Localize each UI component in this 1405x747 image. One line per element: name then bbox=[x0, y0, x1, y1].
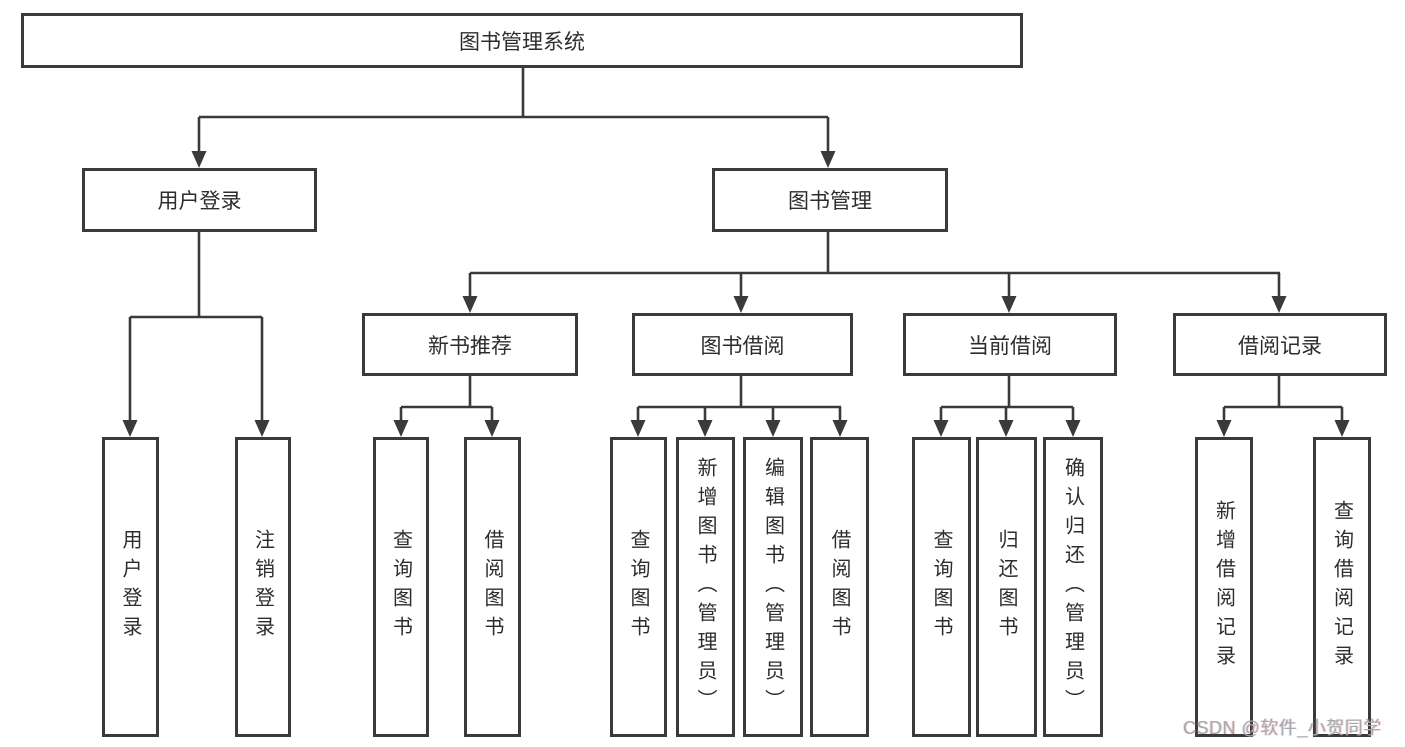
node-leaf-borrow-books-2: 借阅图书 bbox=[810, 437, 869, 737]
arrow-head-icon bbox=[484, 420, 500, 437]
arrow-head-icon bbox=[462, 296, 478, 313]
node-root-system: 图书管理系统 bbox=[21, 13, 1023, 68]
node-leaf-confirm-return-admin: 确认归还（管理员） bbox=[1043, 437, 1103, 737]
watermark-text: CSDN @软件_小贺同学 bbox=[1183, 718, 1382, 738]
arrow-head-icon bbox=[820, 151, 836, 168]
node-leaf-user-login: 用户登录 bbox=[102, 437, 159, 737]
arrow-head-icon bbox=[933, 420, 949, 437]
node-new-book-recommend: 新书推荐 bbox=[362, 313, 578, 376]
node-leaf-edit-book-admin: 编辑图书（管理员） bbox=[743, 437, 803, 737]
arrow-head-icon bbox=[630, 420, 646, 437]
node-borrowing-records: 借阅记录 bbox=[1173, 313, 1387, 376]
node-book-management: 图书管理 bbox=[712, 168, 948, 232]
arrow-head-icon bbox=[1216, 420, 1232, 437]
arrow-head-icon bbox=[254, 420, 270, 437]
arrow-head-icon bbox=[1271, 296, 1287, 313]
node-leaf-query-books-3: 查询图书 bbox=[912, 437, 971, 737]
node-leaf-borrow-books-1: 借阅图书 bbox=[464, 437, 521, 737]
node-leaf-query-borrow-record: 查询借阅记录 bbox=[1313, 437, 1371, 737]
arrow-head-icon bbox=[998, 420, 1014, 437]
arrow-head-icon bbox=[122, 420, 138, 437]
node-current-borrowing: 当前借阅 bbox=[903, 313, 1117, 376]
node-leaf-add-book-admin: 新增图书（管理员） bbox=[676, 437, 735, 737]
node-user-login: 用户登录 bbox=[82, 168, 317, 232]
node-leaf-logout: 注销登录 bbox=[235, 437, 291, 737]
arrow-head-icon bbox=[832, 420, 848, 437]
node-book-borrowing: 图书借阅 bbox=[632, 313, 853, 376]
arrow-head-icon bbox=[393, 420, 409, 437]
node-leaf-query-books-1: 查询图书 bbox=[373, 437, 429, 737]
node-leaf-return-books: 归还图书 bbox=[976, 437, 1037, 737]
node-leaf-add-borrow-record: 新增借阅记录 bbox=[1195, 437, 1253, 737]
arrow-head-icon bbox=[1334, 420, 1350, 437]
arrow-head-icon bbox=[191, 151, 207, 168]
arrow-head-icon bbox=[697, 420, 713, 437]
arrow-head-icon bbox=[733, 296, 749, 313]
arrow-head-icon bbox=[1065, 420, 1081, 437]
arrow-head-icon bbox=[765, 420, 781, 437]
arrow-head-icon bbox=[1001, 296, 1017, 313]
node-leaf-query-books-2: 查询图书 bbox=[610, 437, 667, 737]
